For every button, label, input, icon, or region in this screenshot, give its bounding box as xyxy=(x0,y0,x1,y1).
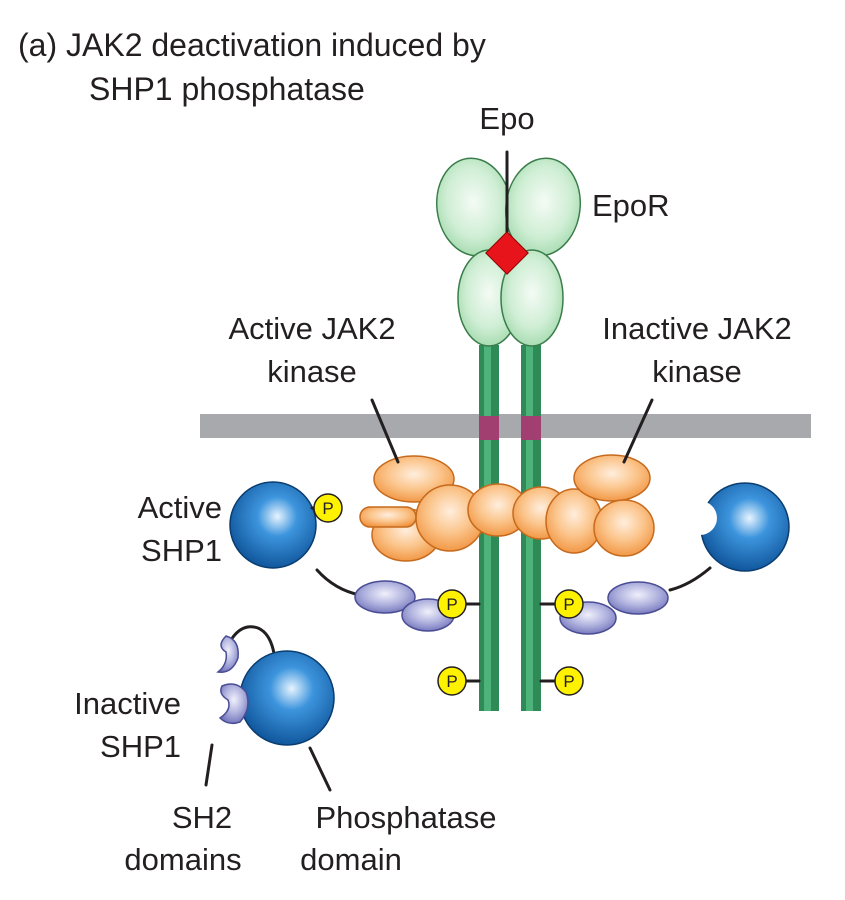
sh2-leader-line xyxy=(204,743,214,787)
phosphate-left-upper: P xyxy=(437,589,467,619)
active-shp1-phosphatase-domain xyxy=(229,481,317,569)
transmembrane-segment-left xyxy=(479,416,499,440)
inactive-jak2-leader-line xyxy=(622,398,654,464)
right-shp1-linker xyxy=(668,566,712,592)
epor-extracellular-domains xyxy=(435,157,582,347)
sh2-domains-label-line2: domains xyxy=(124,842,241,877)
phosphatase-leader-line xyxy=(308,746,332,792)
figure-title-line2: SHP1 phosphatase xyxy=(89,71,365,107)
phosphate-left-lower: P xyxy=(437,666,467,696)
active-shp1-label-line2: SHP1 xyxy=(141,533,222,568)
inactive-shp1-phosphatase-domain xyxy=(239,650,335,746)
jak2-complex xyxy=(359,454,655,562)
epor-label: EpoR xyxy=(592,188,670,223)
active-shp1-label-line1: Active xyxy=(138,490,222,525)
inactive-jak2-label-line2: kinase xyxy=(652,354,742,389)
inactive-shp1-label-line1: Inactive xyxy=(74,686,181,721)
svg-text:P: P xyxy=(322,499,333,518)
cell-membrane xyxy=(200,414,811,438)
inactive-jak2-label-line1: Inactive JAK2 xyxy=(602,311,792,346)
svg-text:P: P xyxy=(563,595,574,614)
svg-text:P: P xyxy=(563,672,574,691)
phosphate-right-lower: P xyxy=(554,666,584,696)
epo-label: Epo xyxy=(479,101,534,136)
sh2-domains-label-line1: SH2 xyxy=(172,800,232,835)
active-jak2-label-line1: Active JAK2 xyxy=(228,311,395,346)
inactive-shp1-label-line2: SHP1 xyxy=(100,729,181,764)
inactive-shp1-right xyxy=(683,482,790,572)
active-shp1-sh2-domains xyxy=(354,580,455,632)
inactive-shp1-linker xyxy=(226,625,277,662)
transmembrane-segment-right xyxy=(521,416,541,440)
active-shp1-linker xyxy=(315,568,362,597)
figure-title-line1: (a) JAK2 deactivation induced by xyxy=(18,27,486,63)
epo-ligand xyxy=(485,231,529,275)
inactive-shp1-sh2-domains xyxy=(216,635,249,725)
phosphate-right-upper: P xyxy=(554,589,584,619)
phosphate-on-active-shp1: P xyxy=(313,493,343,523)
svg-text:P: P xyxy=(446,672,457,691)
phosphatase-domain-label-line2: domain xyxy=(300,842,402,877)
active-jak2-leader-line xyxy=(370,398,400,464)
phosphatase-domain-label-line1: Phosphatase xyxy=(316,800,497,835)
svg-text:P: P xyxy=(446,595,457,614)
active-jak2-label-line2: kinase xyxy=(267,354,357,389)
